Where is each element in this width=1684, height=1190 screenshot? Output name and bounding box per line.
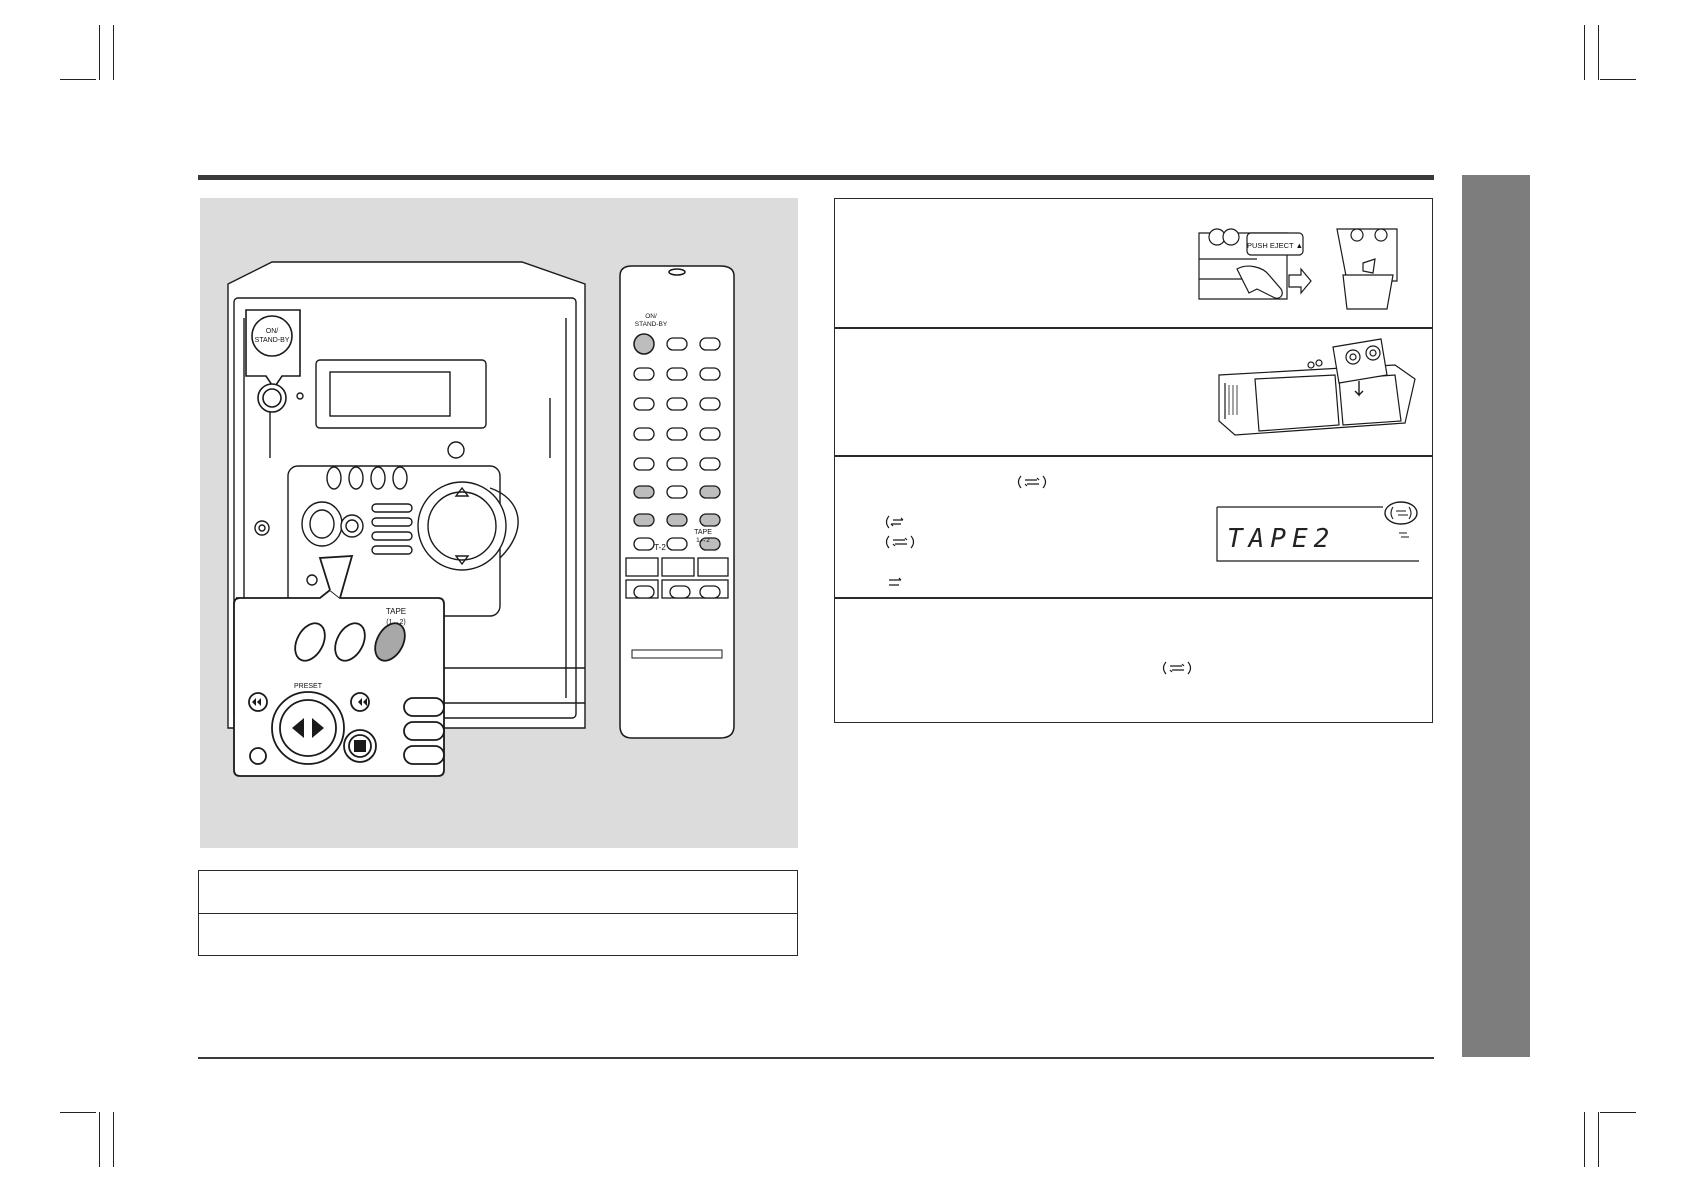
- step-divider: [835, 327, 1432, 329]
- remote-button[interactable]: [633, 427, 655, 441]
- remote-on-standby-button: [633, 333, 655, 355]
- remote-body: [619, 265, 735, 739]
- remote-button[interactable]: [666, 397, 688, 411]
- remote-button[interactable]: [699, 427, 721, 441]
- steps-box: PUSH EJECT ▲: [834, 198, 1433, 723]
- crop-mark: [1598, 25, 1599, 80]
- crop-mark: [1600, 79, 1636, 80]
- zoom-tape-button: [374, 622, 406, 662]
- remote-button[interactable]: [633, 537, 655, 551]
- remote-button[interactable]: [666, 457, 688, 471]
- crop-mark: [99, 25, 100, 80]
- zoom-button-2: [334, 622, 366, 662]
- insert-arrow-icon: [1354, 381, 1364, 397]
- remote-key-frame: [661, 557, 695, 577]
- crop-mark: [1598, 1112, 1599, 1167]
- remote-button[interactable]: [633, 367, 655, 381]
- header-rule: [198, 175, 1434, 180]
- remote-button[interactable]: [699, 337, 721, 351]
- remote-button[interactable]: [666, 427, 688, 441]
- reverse-mode-icon: [885, 515, 904, 529]
- note-row: [199, 913, 797, 955]
- remote-key-frame: [661, 579, 729, 599]
- tape2-display-illustration: TAPE2: [1216, 501, 1419, 562]
- push-eject-label: PUSH EJECT ▲: [1247, 241, 1303, 250]
- remote-button[interactable]: [633, 485, 655, 499]
- remote-key-frame: [625, 557, 659, 577]
- unit-and-remote-illustration: ON/ STAND-BY TAPE (1↔2) PRESET: [227, 261, 735, 777]
- remote-button[interactable]: [699, 537, 721, 551]
- remote-button[interactable]: [669, 585, 691, 599]
- crop-mark: [99, 1112, 100, 1167]
- remote-button[interactable]: [699, 367, 721, 381]
- reverse-mode-icon: [1017, 475, 1047, 489]
- cassette-tape: [1332, 338, 1388, 384]
- remote-key-frame: [697, 557, 729, 577]
- step-divider: [835, 597, 1432, 599]
- crop-mark: [1584, 1112, 1585, 1167]
- remote-button[interactable]: [699, 397, 721, 411]
- remote-button[interactable]: [633, 513, 655, 527]
- step-divider: [835, 455, 1432, 457]
- remote-button[interactable]: [699, 457, 721, 471]
- remote-button[interactable]: [633, 397, 655, 411]
- crop-mark: [113, 1112, 114, 1167]
- reverse-mode-icon: [885, 535, 915, 549]
- reverse-mode-icon: [1162, 661, 1192, 675]
- remote-button[interactable]: [633, 585, 655, 599]
- push-eject-label-box: [1246, 232, 1304, 256]
- remote-button[interactable]: [666, 513, 688, 527]
- main-on-standby-button: [251, 315, 293, 357]
- main-on-standby-label-line1: ON/: [266, 328, 279, 335]
- remote-button[interactable]: [666, 537, 688, 551]
- arrow-right-icon: [1288, 267, 1312, 295]
- zoom-button-1: [294, 622, 326, 662]
- remote-button[interactable]: [666, 337, 688, 351]
- tape2-display-text: TAPE2: [1227, 524, 1335, 554]
- zoom-reverse-button: [249, 747, 267, 765]
- remote-button[interactable]: [699, 585, 721, 599]
- zoom-preset-label: PRESET: [294, 683, 323, 690]
- remote-tape-sublabel: 1↔2: [696, 537, 710, 544]
- zoom-tape-label: TAPE: [386, 607, 406, 616]
- remote-on-standby-label-line2: STAND-BY: [635, 321, 668, 328]
- remote-on-standby-label-line1: ON/: [645, 313, 657, 320]
- zoom-tape-sublabel: (1↔2): [386, 619, 405, 626]
- one-way-mode-icon: [889, 577, 902, 586]
- remote-t2-label: T-2: [654, 543, 666, 552]
- remote-button[interactable]: [699, 485, 721, 499]
- remote-button-grid[interactable]: [625, 337, 729, 599]
- crop-mark: [60, 79, 96, 80]
- remote-button[interactable]: [666, 367, 688, 381]
- push-eject-illustration: PUSH EJECT ▲: [1198, 228, 1398, 310]
- crop-mark: [113, 25, 114, 80]
- main-on-standby-label-line2: STAND-BY: [255, 337, 290, 344]
- remote-button[interactable]: [633, 457, 655, 471]
- note-table: [198, 870, 798, 956]
- illustration-panel: ON/ STAND-BY TAPE (1↔2) PRESET: [200, 198, 798, 848]
- footer-rule: [198, 1057, 1434, 1059]
- remote-tape-label: TAPE: [694, 529, 712, 536]
- note-row: [199, 871, 797, 913]
- insert-cassette-illustration: [1218, 338, 1416, 436]
- section-side-tab: [1462, 175, 1530, 1057]
- remote-button[interactable]: [699, 513, 721, 527]
- crop-mark: [60, 1112, 96, 1113]
- crop-mark: [1584, 25, 1585, 80]
- crop-mark: [1600, 1112, 1636, 1113]
- remote-button[interactable]: [666, 485, 688, 499]
